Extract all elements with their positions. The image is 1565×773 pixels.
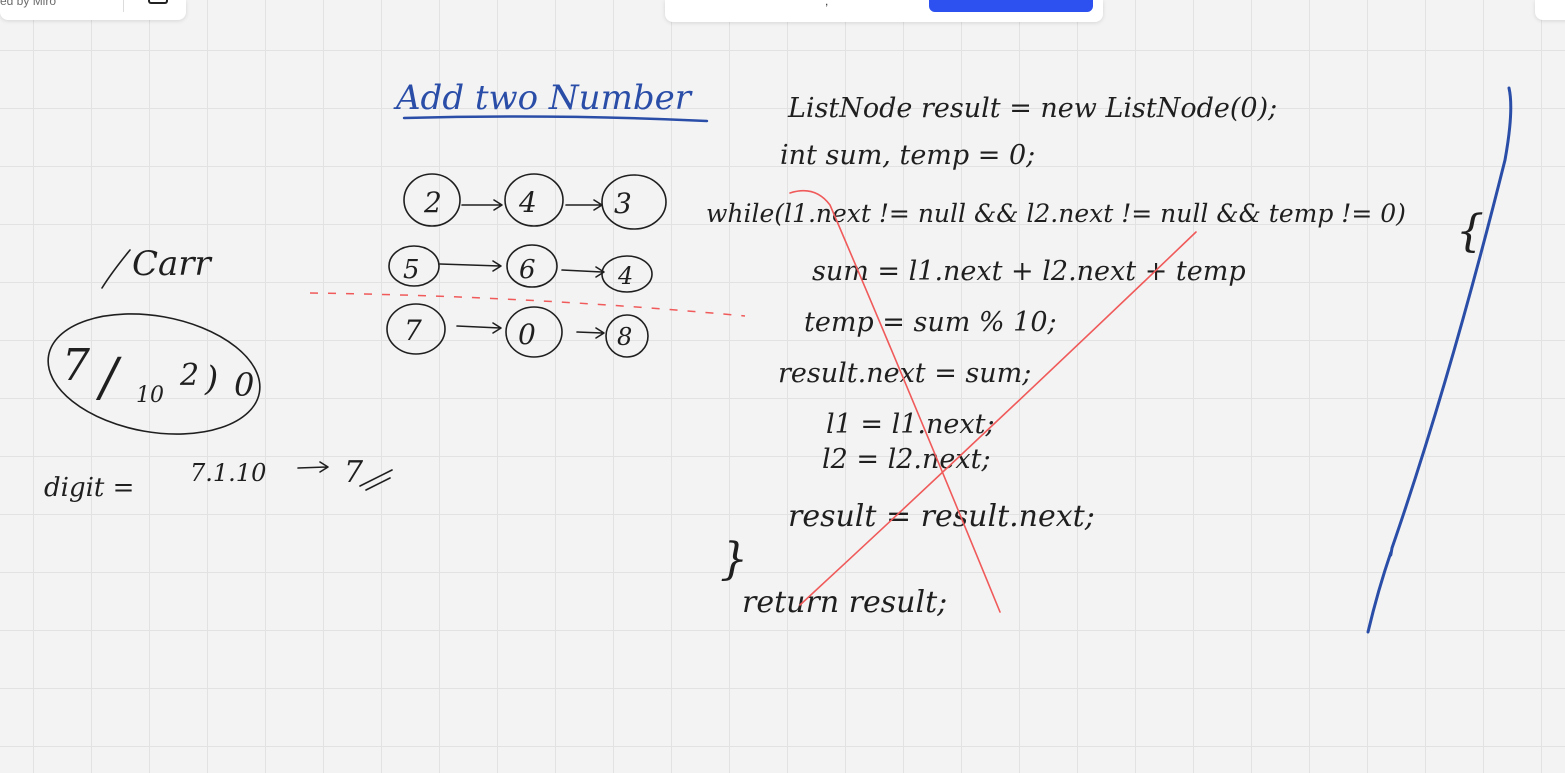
strike-line [789,189,1001,613]
title-underline [402,115,709,123]
list-node-value: 4 [617,262,633,290]
double-underline-mark [359,469,393,491]
carry-label: Carr [132,244,213,284]
list-row-2: 5 6 4 [388,244,653,293]
arrow-icon [576,327,605,339]
list-node-value: 3 [614,187,632,220]
division-digit: ) [204,359,218,399]
board-menu-icon[interactable] [148,0,168,4]
board-title: Add two Number [393,78,693,118]
division-digit: 7 [62,340,90,391]
arrow-icon [561,266,605,278]
list-node-value: 5 [403,255,420,285]
list-node-value: 8 [617,323,632,351]
list-node [605,314,649,358]
list-node [403,173,461,227]
arrow-icon [456,322,502,334]
list-node [505,306,563,358]
brand-text: ed by Miro [0,0,57,8]
code-line: sum = l1.next + l2.next + temp [812,256,1246,287]
code-line: result = result.next; [788,499,1095,534]
list-node-value: 4 [518,186,537,219]
code-line: ListNode result = new ListNode(0); [787,93,1277,124]
toolbar-divider [123,0,124,12]
list-node [506,244,558,288]
arrow-icon [439,260,502,272]
code-line: l1 = l1.next; [826,409,995,440]
digit-note: digit = [44,473,134,503]
bracket-line [1366,86,1513,634]
code-line: l2 = l2.next; [822,444,991,475]
division-ellipse [47,313,261,435]
code-line: while(l1.next != null && l2.next != null… [706,199,1406,228]
brand-panel: ed by Miro [0,0,186,20]
check-mark-icon [101,249,131,289]
list-node [601,255,653,293]
list-node-value: 0 [518,318,536,351]
share-button[interactable] [929,0,1093,12]
right-toolbar-panel [1535,0,1565,20]
division-digit: / [95,348,122,408]
list-node [504,173,564,227]
code-line: temp = sum % 10; [804,307,1057,338]
division-digit: 0 [234,366,254,404]
list-row-1: 2 4 3 [403,173,667,230]
digit-result: 7 [344,455,364,490]
open-brace: { [1456,206,1484,257]
list-node-value: 7 [404,314,422,347]
code-line: result.next = sum; [778,358,1031,389]
list-node [601,174,667,230]
strike-line [799,231,1197,606]
arrow-icon [565,199,603,211]
code-line: int sum, temp = 0; [780,140,1035,171]
division-digit: 2 [179,358,199,393]
separator-dashed-line [309,292,746,317]
share-panel-text: , [825,0,829,8]
arrow-icon [297,461,329,473]
list-node-value: 2 [423,186,442,219]
share-panel: , [665,0,1103,22]
list-node-value: 6 [519,255,536,285]
code-line: return result; [742,585,947,620]
list-node [386,303,446,355]
arrow-icon [461,199,503,211]
digit-expression: 7.1.10 [190,459,266,487]
list-row-3: 7 0 8 [386,303,649,358]
division-digit: 10 [136,383,164,408]
close-brace: } [720,534,748,585]
list-node [388,245,440,287]
